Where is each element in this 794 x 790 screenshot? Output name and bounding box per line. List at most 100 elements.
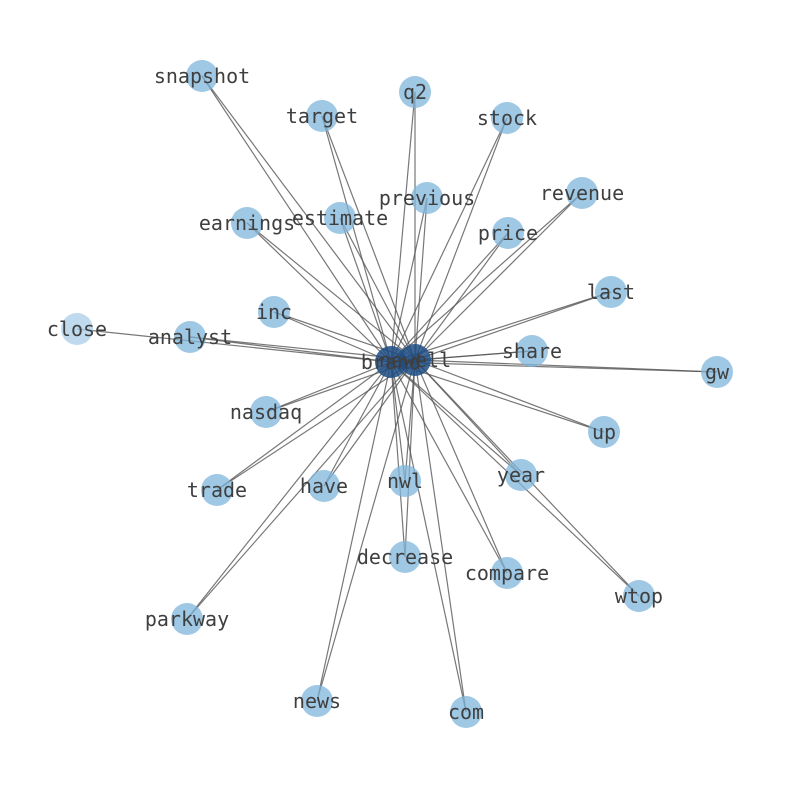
edge-newell-trade xyxy=(216,359,416,491)
edge-brand-compare xyxy=(390,361,508,574)
edge-newell-nwl xyxy=(404,359,416,482)
node-news xyxy=(301,685,333,717)
edge-brand-q2 xyxy=(390,91,416,363)
node-label-last: last xyxy=(587,280,635,304)
node-last xyxy=(595,276,627,308)
edge-brand-price xyxy=(390,232,509,363)
node-gw xyxy=(701,356,733,388)
edge-newell-target xyxy=(321,115,416,361)
edge-brand-stock xyxy=(390,117,508,363)
node-year xyxy=(505,459,537,491)
edge-brand-estimate xyxy=(339,217,392,363)
node-label-target: target xyxy=(286,104,358,128)
node-wtop xyxy=(623,580,655,612)
node-label-year: year xyxy=(497,463,545,487)
edge-brand-previous xyxy=(390,197,428,363)
node-estimate xyxy=(324,202,356,234)
edge-brand-inc xyxy=(273,311,392,363)
node-label-share: share xyxy=(502,339,562,363)
node-label-revenue: revenue xyxy=(540,181,624,205)
node-decrease xyxy=(389,541,421,573)
node-compare xyxy=(491,557,523,589)
edge-newell-compare xyxy=(414,359,508,574)
edge-brand-earnings xyxy=(246,222,392,363)
node-label-compare: compare xyxy=(465,561,549,585)
node-inc xyxy=(258,296,290,328)
node-label-brand: brand xyxy=(361,350,421,374)
node-nwl xyxy=(389,465,421,497)
node-label-nasdaq: nasdaq xyxy=(230,400,302,424)
edge-newell-estimate xyxy=(339,217,416,361)
edge-brand-nasdaq xyxy=(265,361,392,413)
node-label-analyst: analyst xyxy=(148,325,232,349)
node-label-inc: inc xyxy=(256,300,292,324)
node-close xyxy=(61,313,93,345)
edge-newell-gw xyxy=(414,359,718,373)
edge-newell-revenue xyxy=(414,192,583,361)
edge-newell-decrease xyxy=(404,359,416,558)
node-label-news: news xyxy=(293,689,341,713)
edge-brand-target xyxy=(321,115,392,363)
node-up xyxy=(588,416,620,448)
edge-brand-close xyxy=(76,328,392,363)
node-label-com: com xyxy=(448,700,484,724)
edge-newell-news xyxy=(316,359,416,702)
edge-brand-trade xyxy=(216,361,392,491)
node-label-previous: previous xyxy=(379,186,475,210)
node-label-trade: trade xyxy=(187,478,247,502)
node-stock xyxy=(491,102,523,134)
node-com xyxy=(450,696,482,728)
edge-newell-parkway xyxy=(186,359,416,620)
node-price xyxy=(492,217,524,249)
edge-brand-parkway xyxy=(186,361,392,620)
edge-newell-price xyxy=(414,232,509,361)
edge-newell-last xyxy=(414,291,612,361)
node-label-newell: newell xyxy=(379,348,451,372)
node-label-decrease: decrease xyxy=(357,545,453,569)
node-label-nwl: nwl xyxy=(387,469,423,493)
edge-newell-have xyxy=(323,359,416,487)
node-label-gw: gw xyxy=(705,360,730,384)
node-target xyxy=(306,100,338,132)
node-newell xyxy=(399,344,431,376)
node-parkway xyxy=(171,603,203,635)
node-label-earnings: earnings xyxy=(199,211,295,235)
edge-brand-analyst xyxy=(189,336,392,363)
node-previous xyxy=(411,182,443,214)
node-label-wtop: wtop xyxy=(615,584,663,608)
node-label-parkway: parkway xyxy=(145,607,229,631)
edge-brand-decrease xyxy=(390,361,406,558)
node-label-price: price xyxy=(478,221,538,245)
edge-newell-share xyxy=(414,350,533,361)
node-snapshot xyxy=(186,60,218,92)
node-nasdaq xyxy=(250,396,282,428)
node-trade xyxy=(201,474,233,506)
edge-newell-com xyxy=(414,359,467,713)
edge-newell-earnings xyxy=(246,222,416,361)
node-q2 xyxy=(399,76,431,108)
node-revenue xyxy=(566,177,598,209)
node-label-stock: stock xyxy=(477,106,537,130)
edge-newell-snapshot xyxy=(201,75,416,361)
edge-brand-nwl xyxy=(390,361,406,482)
edge-brand-com xyxy=(390,361,467,713)
node-brand xyxy=(375,346,407,378)
node-earnings xyxy=(231,207,263,239)
edge-newell-stock xyxy=(414,117,508,361)
node-label-up: up xyxy=(592,420,616,444)
edge-brand-news xyxy=(316,361,392,702)
node-label-q2: q2 xyxy=(403,80,427,104)
node-layer xyxy=(61,60,733,728)
node-label-have: have xyxy=(300,474,348,498)
edge-brand-up xyxy=(390,361,605,433)
node-label-snapshot: snapshot xyxy=(154,64,250,88)
edge-newell-up xyxy=(414,359,605,433)
node-share xyxy=(516,335,548,367)
edge-brand-year xyxy=(390,361,522,476)
edge-brand-revenue xyxy=(390,192,583,363)
node-analyst xyxy=(174,321,206,353)
node-label-close: close xyxy=(47,317,107,341)
node-label-estimate: estimate xyxy=(292,206,388,230)
